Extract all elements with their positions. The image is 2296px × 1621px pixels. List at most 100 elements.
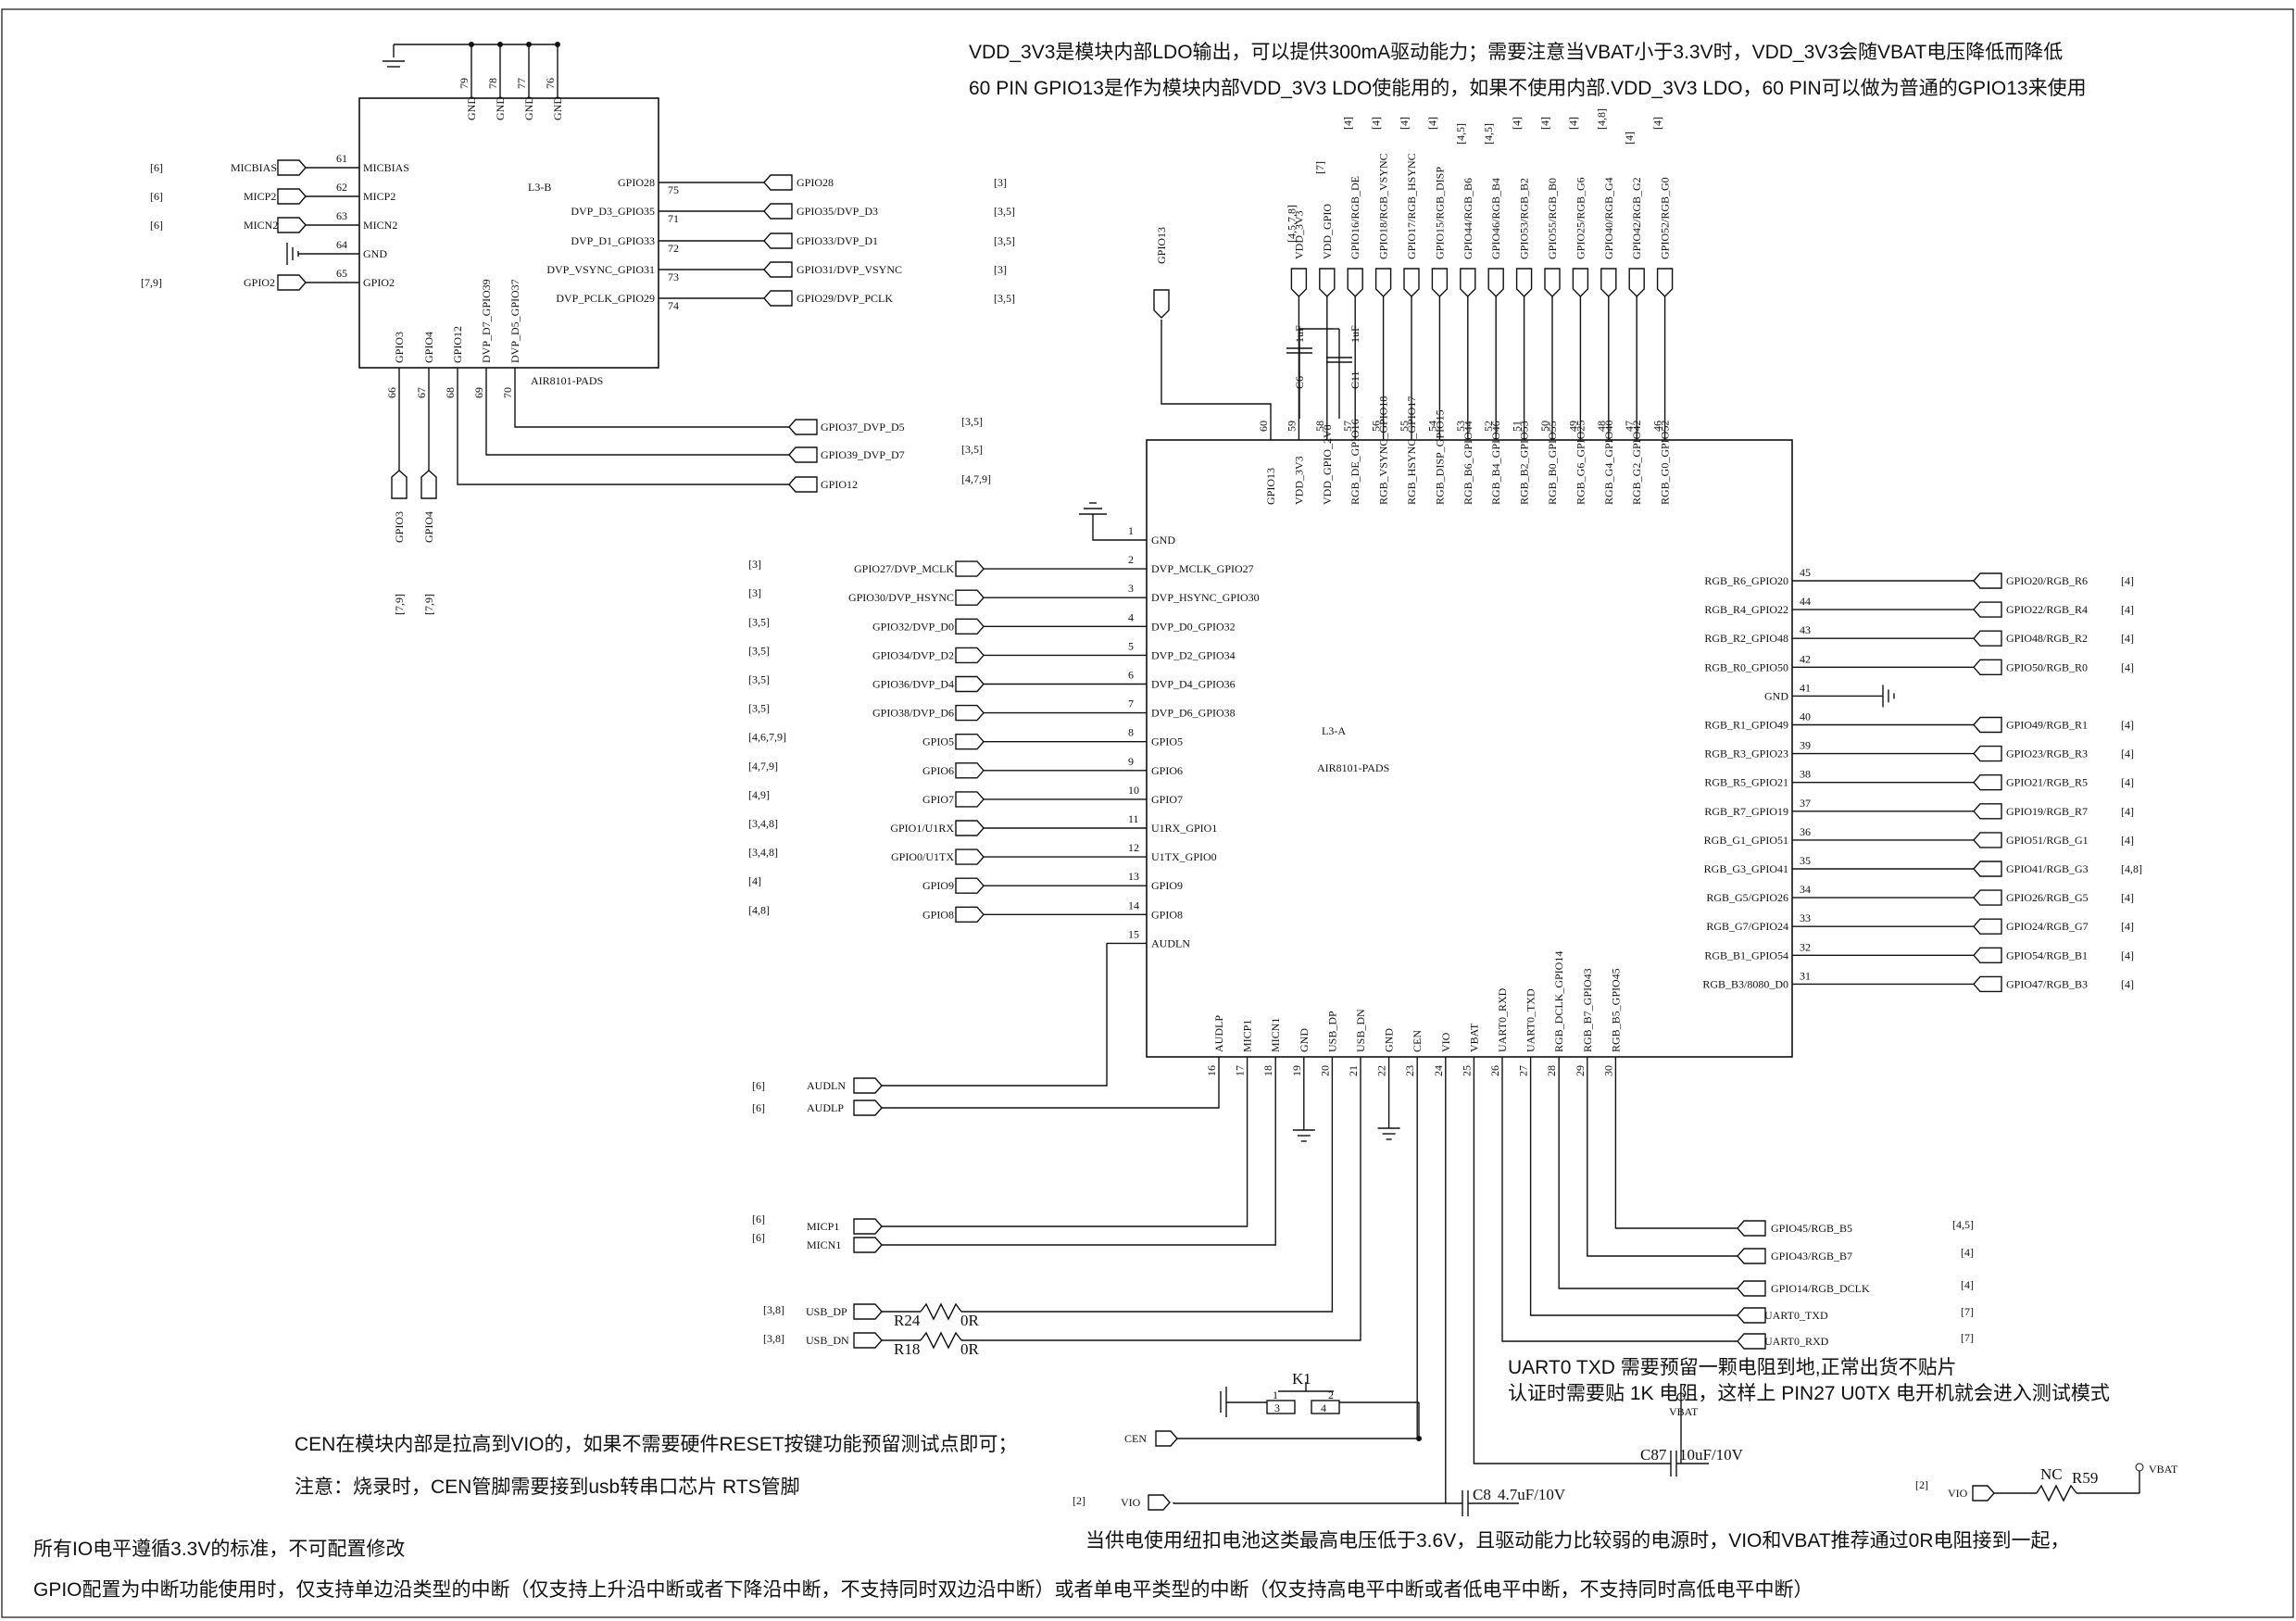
l3b-bottom-net-ref: [3,5] [961, 415, 983, 428]
l3a-right-net-label: GPIO20/RGB_R6 [2006, 574, 2088, 587]
c6-ref: C6 [1293, 376, 1306, 389]
l3a-top-pin-name: RGB_B4_GPIO46 [1489, 421, 1502, 505]
l3a-top-net-label: GPIO17/RGB_HSYNC [1405, 153, 1418, 259]
l3a-left-pin-name: GPIO6 [1151, 764, 1183, 777]
l3a-top-net-ref: [4,8] [1595, 108, 1608, 130]
l3a-port-gpio9 [955, 877, 985, 894]
l3b-port-gpio33/dvp_d1 [763, 232, 793, 249]
r59-ref: R59 [2072, 1469, 2098, 1487]
l3a-port-gpio6 [955, 762, 985, 779]
l3a-left-net-label: GPIO0/U1TX [891, 850, 954, 863]
l3a-left-pin-name: U1TX_GPIO0 [1151, 850, 1217, 863]
l3a-right-net-label: GPIO54/RGB_B1 [2006, 949, 2088, 961]
l3a-right-pin-num: 39 [1800, 739, 1811, 752]
micn1-net-ref: [6] [752, 1231, 765, 1244]
l3a-port-gpio46-rgb_b4 [1487, 268, 1504, 297]
note-cen-2: 注意：烧录时，CEN管脚需要接到usb转串口芯片 RTS管脚 [295, 1476, 800, 1498]
l3a-bottom-pin-name: VBAT [1467, 1023, 1480, 1052]
vio-port-ref: [2] [1073, 1494, 1085, 1507]
l3a-right-net-ref: [4] [2121, 834, 2134, 847]
l3a-left-net-label: GPIO34/DVP_D2 [872, 648, 954, 661]
bottom-right-net-label: UART0_TXD [1764, 1309, 1828, 1322]
l3b-right-pin-name: DVP_PCLK_GPIO29 [556, 292, 655, 305]
l3a-left-pins: 1GND2DVP_MCLK_GPIO27GPIO27/DVP_MCLK[3]3D… [748, 502, 1260, 949]
sheet-border [1, 8, 2294, 1618]
l3a-right-net-ref: [4] [2121, 748, 2134, 760]
l3a-bottom-pin-name: VIO [1439, 1032, 1452, 1052]
l3b-port-micn2 [277, 217, 307, 233]
l3b-right-pin-name: DVP_D1_GPIO33 [571, 234, 655, 247]
l3a-top-pin-num: 47 [1623, 421, 1636, 432]
l3a-right-net-label: GPIO23/RGB_R3 [2006, 748, 2088, 760]
k1-pin2: 2 [1328, 1389, 1334, 1401]
l3a-top-net-label: GPIO53/RGB_B2 [1518, 178, 1531, 259]
micp1-net-label: MICP1 [807, 1220, 839, 1233]
usb-resistor-ref: R18 [894, 1340, 920, 1358]
l3a-right-pin-name: RGB_R6_GPIO20 [1704, 574, 1788, 587]
l3a-right-net-label: GPIO26/RGB_G5 [2006, 891, 2089, 904]
l3a-designator: L3-A [1322, 724, 1346, 737]
l3a-port-gpio40-rgb_g4 [1600, 268, 1617, 297]
l3a-port-gpio30-dvp_hsync [955, 589, 985, 606]
l3a-top-pin-num: 56 [1370, 421, 1383, 432]
l3a-top-pin-name: RGB_DE_GPIO16 [1349, 419, 1361, 505]
l3b-top-pin-name: GND [551, 96, 564, 120]
l3a-right-net-ref: [4] [2121, 977, 2134, 990]
l3a-left-net-label: GPIO8 [922, 908, 954, 921]
l3a-bottom-pin-num: 21 [1347, 1065, 1360, 1076]
l3a-left-net-label: GPIO38/DVP_D6 [872, 707, 954, 720]
l3a-left-net-ref: [4] [748, 874, 761, 887]
l3a-port-gpio5 [955, 734, 985, 750]
l3a-top-pin-num: 50 [1538, 421, 1551, 432]
l3b-bottom-pins: 66GPIO367GPIO468GPIO1269DVP_D7_GPIO3970D… [385, 279, 991, 615]
l3a-left-net-ref: [4,9] [748, 788, 770, 801]
l3a-right-net-label: GPIO51/RGB_G1 [2006, 834, 2089, 847]
l3a-bottom-pin-name: RGB_B5_GPIO45 [1609, 968, 1622, 1052]
l3a-right-pin-name: RGB_G5/GPIO26 [1706, 891, 1788, 904]
l3a-top-net-label: GPIO52/RGB_G0 [1659, 177, 1672, 259]
l3a-port-gpio32-dvp_d0 [955, 618, 985, 635]
c6-value: 1uF [1293, 325, 1306, 343]
l3a-right-pin-num: 35 [1800, 854, 1811, 867]
l3a-top-pin-name: RGB_G2_GPIO42 [1630, 421, 1643, 505]
l3a-right-pin-name: RGB_R3_GPIO23 [1704, 748, 1788, 760]
l3a-top-pin-num: 59 [1285, 421, 1298, 432]
l3a-symbol: L3-A AIR8101-PADS 1GND2DVP_MCLK_GPIO27GP… [748, 108, 2142, 1076]
l3b-left-pin-name: MICN2 [363, 219, 397, 232]
l3a-left-pin-num: 7 [1128, 697, 1134, 710]
r59-value: NC [2040, 1465, 2063, 1483]
l3a-port-gpio52-rgb_g0 [1656, 268, 1674, 297]
l3a-top-net-ref: [4] [1566, 117, 1579, 130]
l3b-right-net-ref: [3,5] [994, 234, 1015, 247]
switch-k1: K1 1 2 3 4 [1220, 1370, 1419, 1417]
l3a-top-pin-name: RGB_G6_GPIO25 [1574, 421, 1587, 505]
l3a-top-net-label: GPIO25/RGB_G6 [1574, 177, 1587, 259]
l3a-top-pin-num: 46 [1651, 421, 1664, 432]
l3a-bottom-pin-name: USB_DP [1325, 1011, 1338, 1052]
l3a-top-pin-name: RGB_HSYNC_GPIO17 [1405, 396, 1418, 505]
l3a-bottom-pin-num: 26 [1488, 1065, 1501, 1076]
l3a-left-net-label: GPIO27/DVP_MCLK [854, 562, 954, 575]
l3a-top-pin-name: RGB_B0_GPIO55 [1546, 421, 1559, 505]
bottom-right-net-label: UART0_RXD [1764, 1335, 1829, 1348]
l3b-right-pin-num: 72 [668, 242, 679, 255]
l3b-top-pin-num: 78 [486, 78, 499, 89]
l3b-bottom-pin-name: GPIO3 [393, 332, 406, 363]
l3a-port-gpio53-rgb_b2 [1515, 268, 1533, 297]
l3a-right-net-label: GPIO49/RGB_R1 [2006, 719, 2088, 732]
l3b-right-pin-num: 73 [668, 270, 679, 283]
l3a-left-net-label: GPIO6 [922, 764, 954, 777]
note-coin-cell: 当供电使用纽扣电池这类最高电压低于3.6V，且驱动能力比较弱的电源时，VIO和V… [1085, 1530, 2070, 1552]
l3b-port-gpio12 [788, 476, 818, 493]
l3b-left-net-ref: [7,9] [141, 276, 162, 289]
l3a-top-pins: 60GPIO13GPIO1359VDD_3V3VDD_3V3[4,5,7,8]5… [1153, 108, 1674, 505]
l3b-port-micp2 [277, 188, 307, 205]
l3a-port-gpio16-rgb_de [1347, 268, 1363, 297]
c8-value: 4.7uF/10V [1498, 1486, 1566, 1503]
l3a-port-gpio8 [955, 906, 985, 923]
bottom-right-net-label: GPIO14/RGB_DCLK [1771, 1282, 1870, 1295]
l3a-top-pin-num: 52 [1482, 421, 1495, 432]
